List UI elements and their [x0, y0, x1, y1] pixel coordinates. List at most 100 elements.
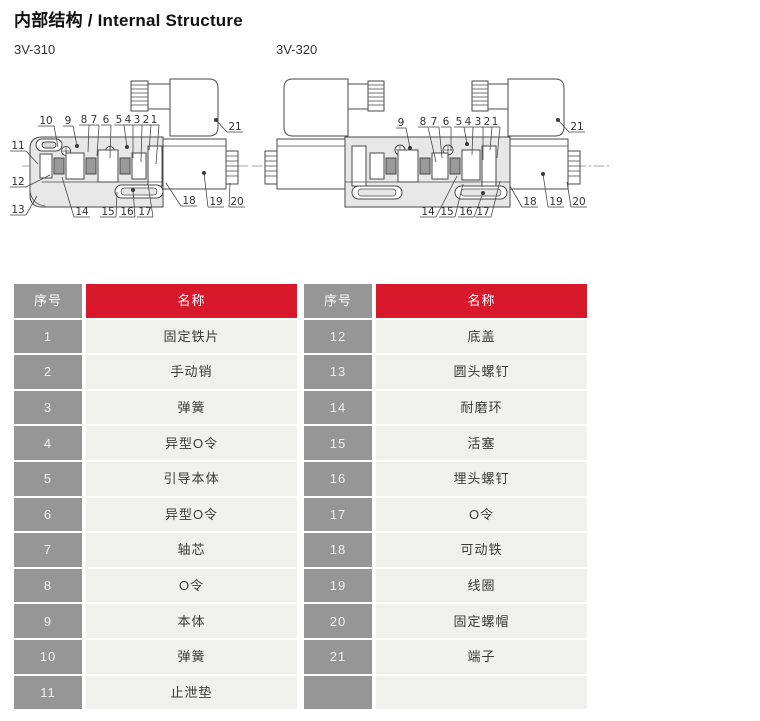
row-name-cell: 轴芯: [86, 533, 297, 567]
callout-number: 19: [549, 196, 562, 208]
callout-leader-line: [454, 183, 464, 218]
callout-number: 12: [11, 176, 24, 188]
callout-leader-line: [132, 189, 136, 218]
callout-number: 9: [398, 117, 405, 129]
callout-target-dot: [214, 118, 218, 122]
row-name-cell: 手动销: [86, 355, 297, 389]
row-index-cell: 8: [14, 568, 82, 603]
callout-number: 4: [465, 116, 472, 128]
row-name-cell: 弹簧: [86, 390, 297, 425]
column-header-name: 名称: [86, 284, 297, 318]
callout-number: 6: [443, 116, 450, 128]
row-index-cell: 7: [14, 533, 82, 567]
callout-number: 16: [459, 206, 473, 218]
callout-leader-line: [473, 192, 484, 218]
row-index-cell: 9: [14, 604, 82, 638]
callout-number: 2: [484, 116, 491, 128]
callout-target-dot: [541, 172, 545, 176]
row-name-cell: 引导本体: [86, 461, 297, 496]
callout-leader-line: [490, 180, 501, 218]
row-name-cell: 圆头螺钉: [376, 355, 587, 389]
column-header-index: 序号: [14, 284, 82, 318]
callout-leader-line: [496, 126, 501, 159]
callout-number: 5: [116, 114, 123, 126]
callout-number: 17: [476, 206, 489, 218]
callout-leader-line: [557, 119, 570, 133]
row-name-cell: 弹簧: [86, 639, 297, 674]
callout-number: 1: [492, 116, 499, 128]
callout-leader-line: [405, 127, 411, 149]
callout-number: 14: [75, 206, 89, 218]
diagram-label-3v320: 3V-320: [276, 42, 318, 57]
callout-number: 19: [209, 196, 222, 208]
callout-number: 18: [523, 196, 536, 208]
callout-number: 7: [431, 116, 438, 128]
row-index-cell: 15: [304, 426, 372, 460]
callout-leader-line: [427, 126, 437, 163]
callout-number: 16: [120, 206, 134, 218]
callout-number: 1: [151, 114, 158, 126]
callout-leader-line: [489, 126, 493, 151]
row-index-cell: 14: [304, 390, 372, 425]
valve-cross-section-3v310: [22, 79, 250, 207]
callout-leader-line: [471, 126, 474, 156]
row-name-cell: 线圈: [376, 568, 587, 603]
row-index-cell: 12: [304, 319, 372, 354]
callout-number: 20: [230, 196, 243, 208]
callout-number: 13: [11, 204, 24, 216]
callout-leader-line: [25, 174, 51, 188]
column-header-name: 名称: [376, 284, 587, 318]
callout-number: 3: [134, 114, 141, 126]
row-index-cell: 1: [14, 319, 82, 354]
callout-target-dot: [408, 146, 412, 150]
callout-number: 5: [456, 116, 463, 128]
row-name-cell: 异型O令: [86, 497, 297, 532]
callout-leader-line: [566, 181, 572, 208]
row-name-cell: 可动铁: [376, 533, 587, 567]
callout-number: 4: [125, 114, 132, 126]
callout-number: 18: [182, 195, 195, 207]
page-title: 内部结构 / Internal Structure: [14, 11, 243, 30]
row-name-cell: [376, 675, 587, 710]
callout-leader-line: [215, 119, 228, 133]
callout-number: 9: [65, 115, 72, 127]
callout-leader-line: [228, 182, 231, 208]
callout-number: 8: [81, 114, 88, 126]
callout-leader-line: [509, 185, 523, 208]
callout-target-dot: [556, 118, 560, 122]
callout-leader-line: [165, 182, 182, 207]
callout-leader-line: [155, 124, 160, 165]
callout-target-dot: [202, 171, 206, 175]
callout-number: 17: [138, 206, 151, 218]
callout-target-dot: [465, 142, 469, 146]
callout-leader-line: [148, 124, 152, 151]
row-index-cell: 6: [14, 497, 82, 532]
callout-leader-line: [25, 195, 38, 216]
row-name-cell: 埋头螺钉: [376, 461, 587, 496]
row-index-cell: 18: [304, 533, 372, 567]
callout-leader-line: [542, 173, 549, 208]
callout-leader-line: [53, 125, 59, 148]
callout-number: 11: [11, 140, 24, 152]
row-name-cell: 本体: [86, 604, 297, 638]
row-index-cell: 5: [14, 461, 82, 496]
row-name-cell: O令: [376, 497, 587, 532]
row-name-cell: 止泄垫: [86, 675, 297, 710]
row-index-cell: 11: [14, 675, 82, 710]
callout-leader-line: [123, 124, 128, 148]
row-name-cell: 端子: [376, 639, 587, 674]
row-index-cell: 17: [304, 497, 372, 532]
row-name-cell: 异型O令: [86, 426, 297, 460]
callout-number: 8: [420, 116, 427, 128]
valve-cross-section-3v320: [252, 79, 612, 207]
callout-number: 15: [101, 206, 114, 218]
callout-number: 3: [475, 116, 482, 128]
callout-number: 21: [228, 121, 241, 133]
callout-leader-line: [96, 124, 100, 157]
callout-number: 10: [39, 115, 52, 127]
callout-leader-line: [72, 125, 78, 147]
row-index-cell: 2: [14, 355, 82, 389]
